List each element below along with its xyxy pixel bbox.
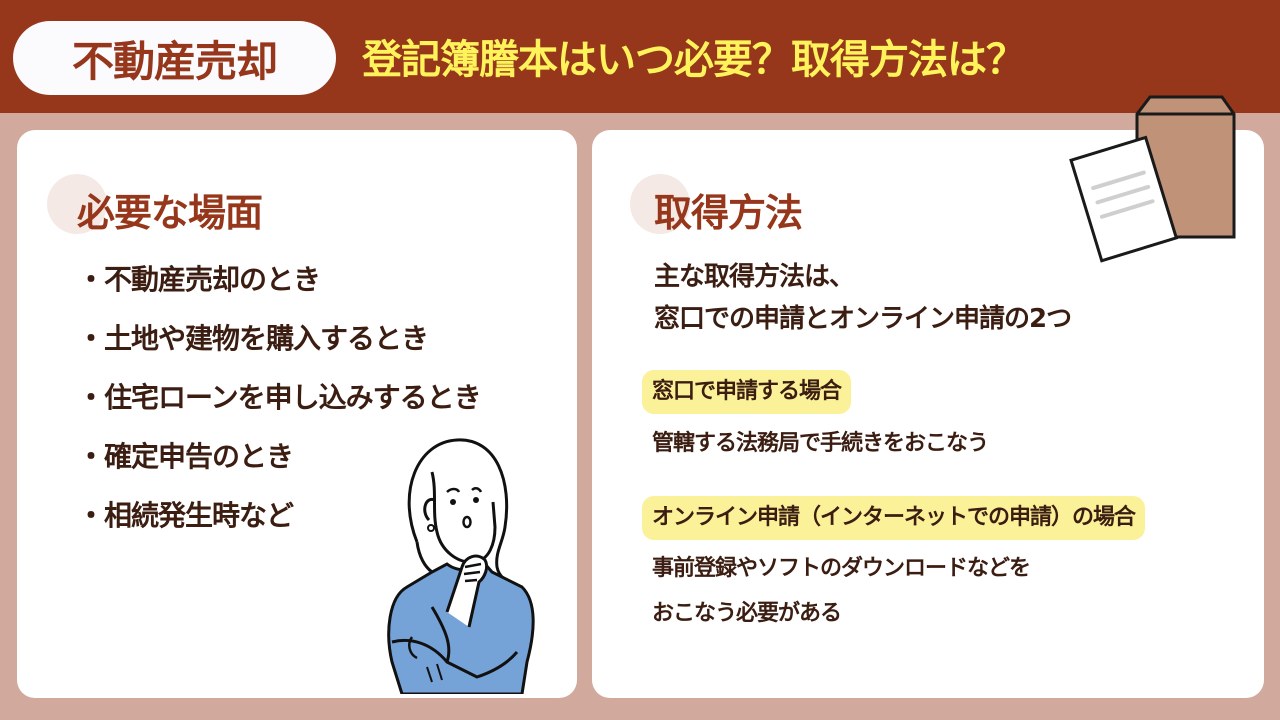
method-description-counter: 管轄する法務局で手続きをおこなう — [652, 431, 989, 456]
method-description-online-line1: 事前登録やソフトのダウンロードなどを — [652, 556, 1031, 581]
section-heading-methods: 取得方法 — [654, 191, 803, 235]
thinking-woman-icon — [387, 438, 535, 694]
list-item: ・土地や建物を購入するとき — [77, 322, 429, 355]
category-label: 不動産売却 — [71, 36, 278, 86]
heading-decoration-circle — [47, 174, 107, 234]
category-pill: 不動産売却 — [13, 21, 336, 95]
intro-line-1: 主な取得方法は、 — [654, 262, 855, 292]
situations-list: ・不動産売却のとき ・土地や建物を購入するとき ・住宅ローンを申し込みするとき … — [77, 260, 482, 555]
intro-line-2: 窓口での申請とオンライン申請の2つ — [654, 304, 1072, 334]
list-item: ・確定申告のとき — [77, 440, 294, 473]
list-item: ・相続発生時など — [77, 499, 294, 532]
section-heading-required: 必要な場面 — [77, 191, 263, 235]
list-item: ・不動産売却のとき — [77, 263, 321, 296]
list-item: ・住宅ローンを申し込みするとき — [77, 381, 482, 414]
page-title: 登記簿謄本はいつ必要？取得方法は？ — [362, 37, 1026, 83]
method-description-online-line2: おこなう必要がある — [652, 601, 842, 626]
method-label-online: オンライン申請（インターネットでの申請）の場合 — [642, 496, 1146, 540]
header-banner: 不動産売却 登記簿謄本はいつ必要？取得方法は？ — [0, 0, 1280, 113]
heading-decoration-circle — [630, 174, 690, 234]
required-situations-card: 必要な場面 ・不動産売却のとき ・土地や建物を購入するとき ・住宅ローンを申し込… — [17, 130, 577, 698]
envelope-document-icon — [1069, 95, 1236, 263]
method-label-counter: 窓口で申請する場合 — [642, 370, 852, 414]
